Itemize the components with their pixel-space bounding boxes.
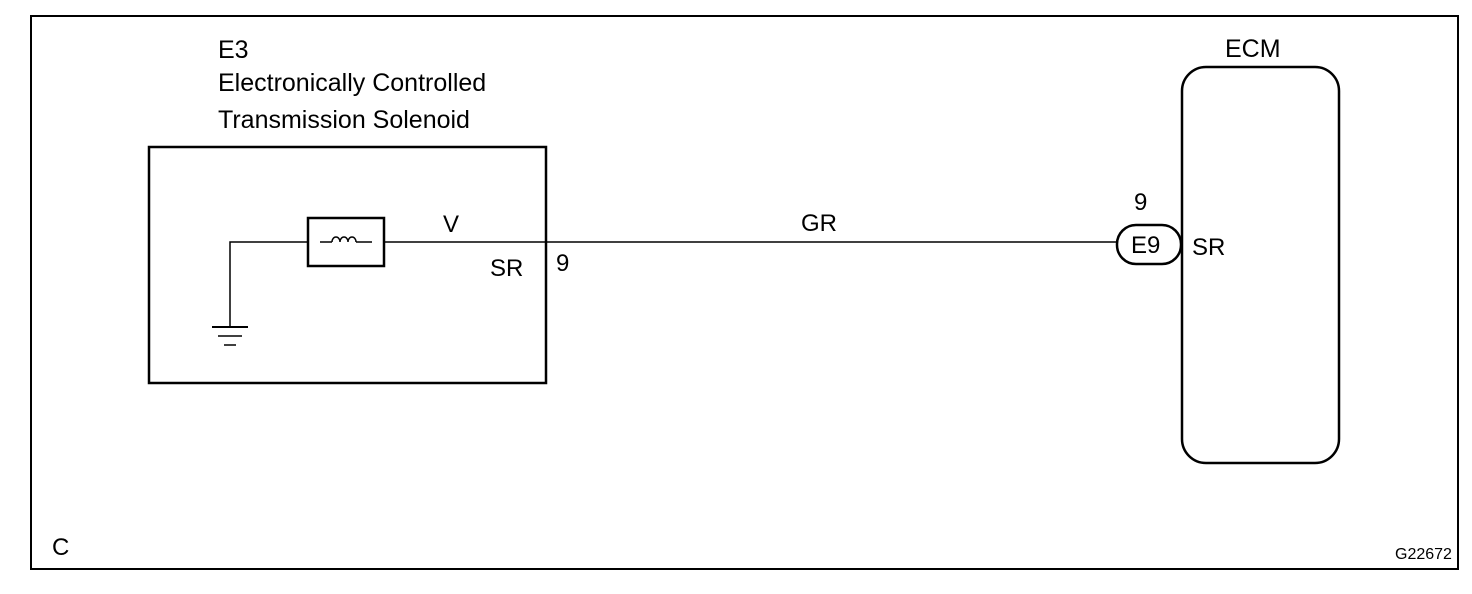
ground-icon [212,326,248,346]
component-name-line2: Transmission Solenoid [218,106,470,134]
ecm-box [1180,65,1341,465]
component-pin-number: 9 [556,250,570,277]
internal-wire-color: V [443,211,460,238]
component-pin-label: SR [490,255,524,282]
harness-wire-color: GR [801,210,837,237]
corner-code: C [52,534,70,561]
diagram-frame [30,15,1459,570]
component-connector-code: E3 [218,36,249,64]
coil-icon [320,236,372,243]
ecm-pin-label: SR [1192,234,1226,261]
figure-id: G22672 [1395,546,1452,563]
solenoid-coil-box [306,216,386,268]
ground-wire [229,241,308,327]
ecm-title: ECM [1225,35,1281,63]
component-name-line1: Electronically Controlled [218,69,487,97]
ecm-pin-number: 9 [1134,189,1148,216]
ecm-connector-code: E9 [1131,232,1161,259]
solenoid-component-box [147,145,548,385]
